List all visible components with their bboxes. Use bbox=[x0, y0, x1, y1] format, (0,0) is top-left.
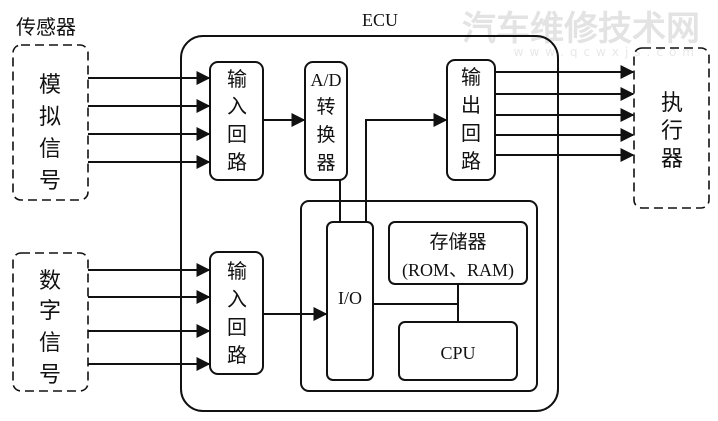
analog-char: 拟 bbox=[39, 105, 61, 130]
analog-char: 模 bbox=[39, 73, 61, 98]
digital-char: 号 bbox=[39, 363, 61, 388]
digital-char: 字 bbox=[39, 299, 61, 324]
analog-char: 信 bbox=[39, 137, 61, 162]
sensor-label: 传感器 bbox=[16, 15, 76, 39]
output-circuit-char: 路 bbox=[461, 149, 481, 173]
output-circuit-char: 输 bbox=[461, 65, 481, 89]
actuator-char: 执 bbox=[661, 91, 683, 116]
ad-converter-char: 换 bbox=[316, 124, 335, 146]
memory-sub: (ROM、RAM) bbox=[402, 260, 514, 281]
ecu-box bbox=[180, 35, 559, 412]
analog-char: 号 bbox=[39, 169, 61, 194]
analog-signal-text: 模 拟 信 号 bbox=[39, 73, 61, 194]
watermark-url: www.qcwxjs.com bbox=[514, 45, 700, 59]
input-circuit-1-char: 回 bbox=[227, 122, 247, 146]
input-circuit-1-char: 输 bbox=[227, 67, 247, 91]
connectors bbox=[88, 65, 635, 371]
io-box bbox=[326, 221, 374, 381]
digital-char: 数 bbox=[39, 269, 61, 294]
output-circuit-char: 出 bbox=[461, 93, 481, 117]
digital-char: 信 bbox=[39, 331, 61, 356]
input-circuit-2-char: 入 bbox=[227, 287, 247, 311]
output-circuit-char: 回 bbox=[461, 121, 481, 145]
line-io-to-memory-cpu bbox=[373, 284, 459, 305]
digital-signal-text: 数 字 信 号 bbox=[39, 269, 61, 388]
input-circuit-1-char: 入 bbox=[227, 94, 247, 118]
ad-converter-char: 器 bbox=[316, 152, 335, 174]
input-circuit-2-char: 路 bbox=[227, 343, 247, 367]
cpu-label: CPU bbox=[440, 343, 475, 363]
ad-converter-char: 转 bbox=[316, 96, 335, 118]
watermark-text: 汽车维修技术网 bbox=[462, 9, 700, 49]
arrow-io-to-output bbox=[365, 113, 448, 222]
ad-converter-char: A/D bbox=[311, 70, 342, 90]
input-circuit-2-char: 输 bbox=[227, 259, 247, 283]
input-circuit-2-char: 回 bbox=[227, 315, 247, 339]
actuator-char: 器 bbox=[661, 147, 683, 172]
memory-title: 存储器 bbox=[429, 231, 486, 253]
io-label: I/O bbox=[338, 288, 362, 308]
actuator-char: 行 bbox=[661, 119, 683, 144]
analog-sensor-box bbox=[12, 44, 89, 201]
ecu-label: ECU bbox=[362, 10, 398, 30]
microcomputer-box bbox=[300, 200, 538, 392]
digital-sensor-box bbox=[12, 252, 89, 392]
input-circuit-1-char: 路 bbox=[227, 150, 247, 174]
